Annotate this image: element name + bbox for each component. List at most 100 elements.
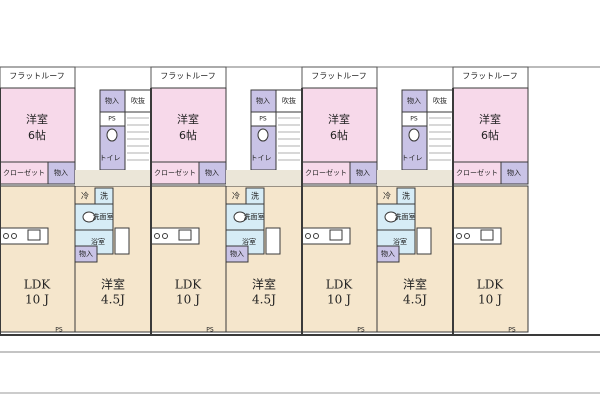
storage-lower-label: 物入: [79, 249, 93, 258]
bedroom-4.5-size: 4.5J: [403, 293, 427, 307]
fridge-label: 冷: [383, 191, 391, 201]
toilet-bowl-icon: [408, 128, 420, 142]
washroom-label: 洗面室: [395, 212, 416, 221]
bathtub-icon: [265, 227, 281, 255]
toilet-bowl-icon: [257, 128, 269, 142]
ps-label: PS: [259, 116, 267, 123]
closet-label: クローゼット: [305, 168, 347, 177]
ps-bottom-label: PS: [55, 327, 63, 334]
stair-area: [426, 111, 454, 173]
unit-4: フラットルーフ洋室6帖クローゼット物入物入PSトイレ吹抜DN冷洗洗面室浴室物入L…: [376, 66, 529, 335]
bathroom-label: 浴室: [393, 237, 407, 246]
ldk-size: 10 J: [327, 293, 351, 307]
kitchen-sink-icon: [480, 229, 494, 241]
storage-lower-label: 物入: [230, 249, 244, 258]
storage-top-label: 物入: [407, 96, 421, 105]
ps-bottom-label: PS: [357, 327, 365, 334]
ldk-room: [301, 185, 378, 333]
unit-3: フラットルーフ洋室6帖クローゼット物入物入PSトイレ吹抜DN冷洗洗面室浴室物入L…: [225, 66, 378, 335]
bedroom-4.5-name: 洋室: [252, 277, 276, 292]
kitchen-sink-icon: [178, 229, 192, 241]
bedroom-6-size: 6帖: [481, 129, 499, 142]
bathroom-label: 浴室: [242, 237, 256, 246]
flat-roof-label: フラットルーフ: [311, 72, 367, 81]
bedroom-6-size: 6帖: [330, 129, 348, 142]
washer-label: 洗: [251, 191, 259, 201]
flat-roof-label: フラットルーフ: [9, 72, 65, 81]
void-label: 吹抜: [282, 96, 296, 105]
bedroom-6-room: [301, 87, 378, 163]
storage-lower-label: 物入: [381, 249, 395, 258]
toilet-label: トイレ: [251, 154, 272, 162]
bedroom-6-name: 洋室: [26, 112, 48, 126]
ldk-size: 10 J: [176, 293, 200, 307]
storage-upper-label: 物入: [507, 168, 521, 177]
storage-lower-area: [225, 245, 249, 263]
bathroom-label: 浴室: [91, 237, 105, 246]
corridor-area: [75, 170, 151, 186]
ps-bottom-label: PS: [206, 327, 214, 334]
stove-burner-icon: [313, 233, 319, 239]
ps-label: PS: [410, 116, 418, 123]
ldk-name: LDK: [326, 278, 354, 292]
unit-1: フラットルーフ洋室6帖クローゼット物入物入PSトイレ吹抜DN冷洗洗面室浴室物入L…: [0, 66, 76, 335]
ps-bottom-label: PS: [508, 327, 516, 334]
ps-label: PS: [108, 116, 116, 123]
unit-2: フラットルーフ洋室6帖クローゼット物入物入PSトイレ吹抜DN冷洗洗面室浴室物入L…: [74, 66, 227, 335]
stove-burner-icon: [3, 233, 9, 239]
closet-label: クローゼット: [3, 168, 45, 177]
void-label: 吹抜: [433, 96, 447, 105]
bedroom-4.5-size: 4.5J: [252, 293, 276, 307]
stove-burner-icon: [11, 233, 17, 239]
corridor-area: [226, 170, 302, 186]
washbasin-icon: [384, 211, 398, 223]
ldk-room: [452, 185, 529, 333]
stair-area: [275, 111, 303, 173]
ldk-room: [0, 185, 76, 333]
bedroom-6-name: 洋室: [328, 112, 350, 126]
storage-top-label: 物入: [105, 96, 119, 105]
stair-area: [124, 111, 152, 173]
ldk-name: LDK: [175, 278, 203, 292]
washroom-label: 洗面室: [244, 212, 265, 221]
ldk-name: LDK: [24, 278, 52, 292]
fridge-label: 冷: [81, 191, 89, 201]
bathtub-icon: [114, 227, 130, 255]
ldk-room: [150, 185, 227, 333]
storage-upper-label: 物入: [356, 168, 370, 177]
storage-upper-area: [500, 161, 529, 185]
washer-label: 洗: [100, 191, 108, 201]
flat-roof-label: フラットルーフ: [160, 72, 216, 81]
toilet-label: トイレ: [100, 154, 121, 162]
washbasin-icon: [82, 211, 96, 223]
stove-burner-icon: [154, 233, 160, 239]
bedroom-4.5-name: 洋室: [403, 277, 427, 292]
fridge-label: 冷: [232, 191, 240, 201]
storage-upper-label: 物入: [205, 168, 219, 177]
ldk-size: 10 J: [25, 293, 49, 307]
bedroom-6-name: 洋室: [479, 112, 501, 126]
closet-label: クローゼット: [456, 168, 498, 177]
toilet-label: トイレ: [402, 154, 423, 162]
bathtub-icon: [416, 227, 432, 255]
washroom-label: 洗面室: [93, 212, 114, 221]
bedroom-6-name: 洋室: [177, 112, 199, 126]
storage-lower-area: [74, 245, 98, 263]
stove-burner-icon: [456, 233, 462, 239]
kitchen-sink-icon: [27, 229, 41, 241]
washer-label: 洗: [402, 191, 410, 201]
storage-lower-area: [376, 245, 400, 263]
stove-burner-icon: [162, 233, 168, 239]
kitchen-sink-icon: [329, 229, 343, 241]
bedroom-4.5-size: 4.5J: [101, 293, 125, 307]
storage-top-label: 物入: [256, 96, 270, 105]
washbasin-icon: [233, 211, 247, 223]
toilet-bowl-icon: [106, 128, 118, 142]
bedroom-6-size: 6帖: [28, 129, 46, 142]
bedroom-4.5-name: 洋室: [101, 277, 125, 292]
corridor-area: [377, 170, 453, 186]
bedroom-6-size: 6帖: [179, 129, 197, 142]
stove-burner-icon: [464, 233, 470, 239]
ldk-name: LDK: [477, 278, 505, 292]
